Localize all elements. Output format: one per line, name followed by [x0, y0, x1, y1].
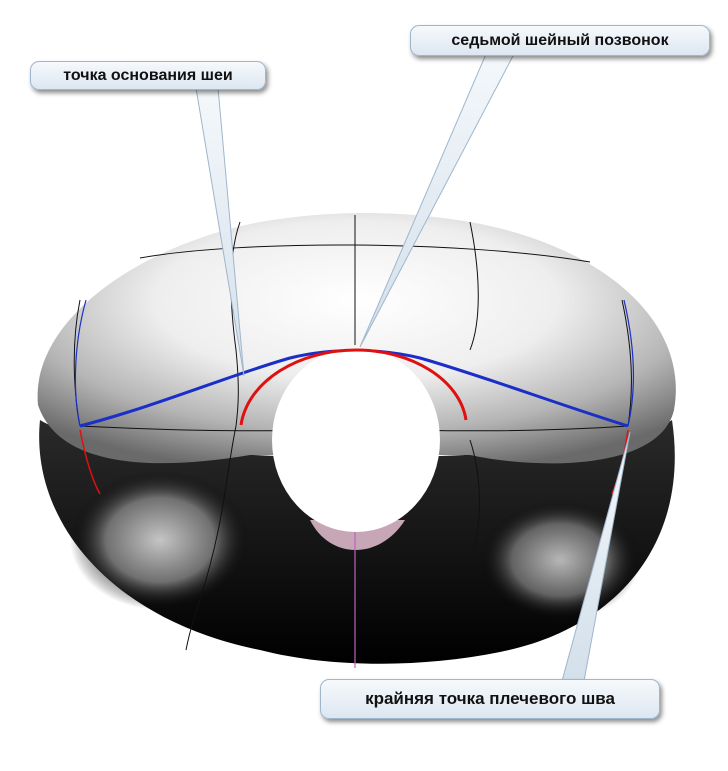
label-neck-base-point: точка основания шеи: [30, 61, 266, 90]
neck-hole: [272, 348, 440, 532]
left-side-seam: [79, 429, 101, 495]
label-shoulder-seam-point: крайняя точка плечевого шва: [320, 679, 660, 719]
torso-upper-surface: [37, 213, 676, 464]
label-shoulder-seam-point-text: крайняя точка плечевого шва: [365, 689, 615, 708]
right-edge-line: [623, 299, 635, 427]
label-seventh-vertebra-text: седьмой шейный позвонок: [451, 31, 669, 49]
label-seventh-vertebra: седьмой шейный позвонок: [410, 25, 710, 56]
right-shoulder-highlight: [480, 500, 640, 620]
mesh-lines: [73, 215, 632, 651]
label-neck-base-point-text: точка основания шеи: [63, 66, 233, 84]
left-shoulder-highlight: [70, 470, 250, 610]
neckline: [239, 348, 468, 426]
left-edge-line: [74, 299, 87, 427]
